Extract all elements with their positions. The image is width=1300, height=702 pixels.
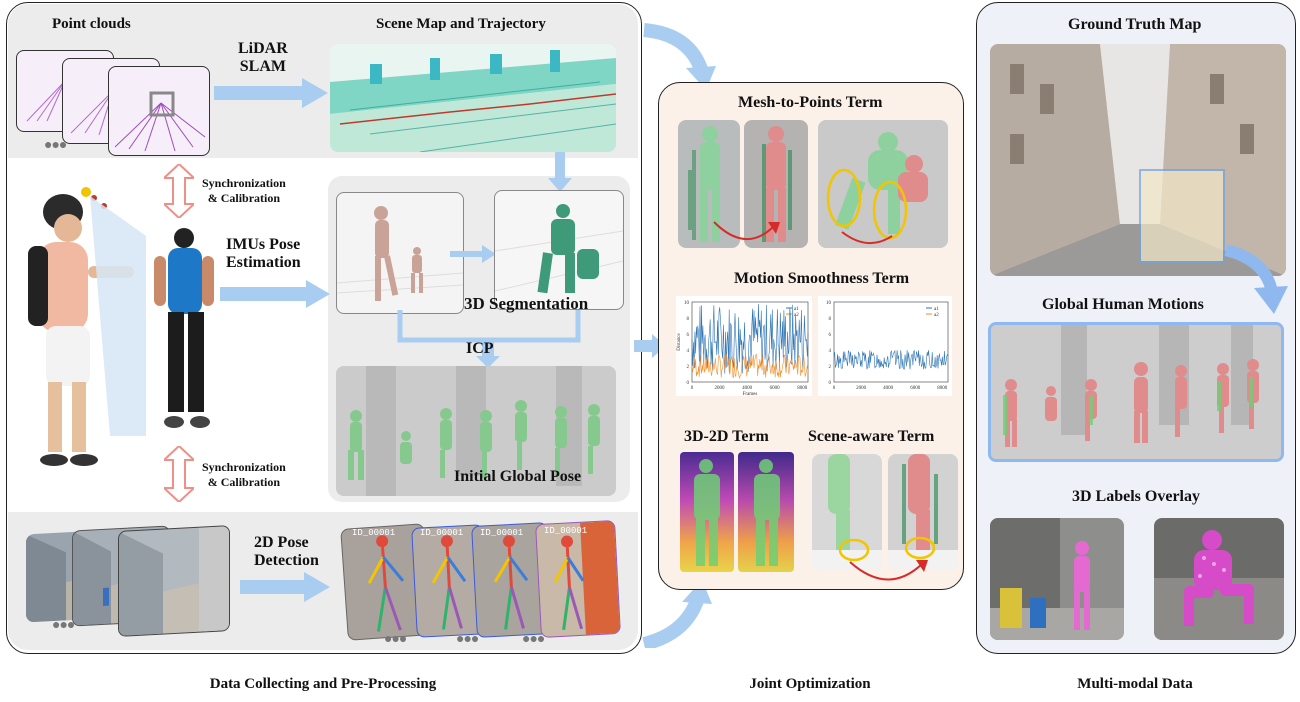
pose-id-1: ID_00001 xyxy=(352,528,396,538)
legend-label: a1 xyxy=(934,307,939,312)
scene-aware-image-1 xyxy=(812,454,882,570)
segmentation-label: 3D Segmentation xyxy=(464,294,589,313)
y-tick-label: 0 xyxy=(687,381,690,386)
lidar-slam-arrow xyxy=(214,78,328,108)
icp-label: ICP xyxy=(466,340,494,357)
y-axis-label: Distance xyxy=(677,332,682,350)
sync-arrow-bottom xyxy=(164,446,194,502)
legend-label: a2 xyxy=(934,313,939,318)
imu-to-seg-arrow xyxy=(450,245,496,263)
caption-data-collecting: Data Collecting and Pre-Processing xyxy=(209,676,437,692)
y-tick-label: 0 xyxy=(829,381,832,386)
pose-frame-4 xyxy=(535,519,621,639)
global-motions-label: Global Human Motions xyxy=(1042,296,1204,313)
zoom-arrow xyxy=(1224,244,1288,314)
caption-multimodal: Multi-modal Data xyxy=(1077,676,1193,692)
pose-more-dots-1: ●●● xyxy=(384,632,407,647)
initial-pose-label: Initial Global Pose xyxy=(454,468,582,485)
camera-fov xyxy=(90,196,146,436)
pose-id-2: ID_00001 xyxy=(420,528,464,538)
walking-person xyxy=(154,228,214,428)
ground-truth-image xyxy=(990,44,1286,276)
y-tick-label: 2 xyxy=(829,365,832,370)
curved-arrow-top xyxy=(643,23,716,90)
pose-frame-3 xyxy=(471,522,553,638)
pose-more-dots-2: ●●● xyxy=(456,632,479,647)
pose-more-dots-3: ●●● xyxy=(522,632,545,647)
scene-aware-label: Scene-aware Term xyxy=(808,428,935,445)
series-a1-line xyxy=(833,349,949,370)
y-tick-label: 10 xyxy=(684,301,690,306)
labels-overlay-label: 3D Labels Overlay xyxy=(1072,488,1200,505)
labels-overlay-image-1 xyxy=(990,518,1124,640)
pose-frame-2 xyxy=(411,524,489,638)
x-tick-label: 2000 xyxy=(715,386,726,391)
mesh-to-points-label: Mesh-to-Points Term xyxy=(738,94,883,111)
point-cloud-frame-3 xyxy=(108,66,210,156)
imu-arrow xyxy=(220,280,330,308)
term-3d2d-label: 3D-2D Term xyxy=(684,428,769,445)
collector-figure xyxy=(28,187,134,466)
x-tick-label: 0 xyxy=(833,386,836,391)
term-3d2d-image-1 xyxy=(680,452,734,572)
x-tick-label: 4000 xyxy=(742,386,753,391)
y-tick-label: 4 xyxy=(829,349,832,354)
scene-aware-image-2 xyxy=(888,454,958,570)
pose-id-3: ID_00001 xyxy=(480,528,524,538)
labels-overlay-image-2 xyxy=(1154,518,1284,640)
y-tick-label: 4 xyxy=(687,349,690,354)
x-tick-label: 8000 xyxy=(797,386,808,391)
x-tick-label: 0 xyxy=(691,386,694,391)
caption-joint-optimization: Joint Optimization xyxy=(749,676,871,692)
pointcloud-more-dots: ●●● xyxy=(44,138,67,153)
series-a1-line xyxy=(691,303,809,374)
series-a2-line xyxy=(691,353,809,380)
scene-map-label: Scene Map and Trajectory xyxy=(376,16,546,32)
initial-pose-image xyxy=(336,366,616,496)
imu-pose-label: IMUs Pose Estimation xyxy=(226,236,301,271)
pose2d-label: 2D Pose Detection xyxy=(254,534,319,569)
icp-connector xyxy=(397,310,581,368)
y-tick-label: 2 xyxy=(687,365,690,370)
x-tick-label: 6000 xyxy=(770,386,781,391)
scene-map-image xyxy=(330,44,616,152)
ground-truth-label: Ground Truth Map xyxy=(1068,16,1202,33)
y-tick-label: 8 xyxy=(829,317,832,322)
sync-arrow-top xyxy=(164,164,194,218)
x-tick-label: 8000 xyxy=(937,386,948,391)
y-tick-label: 6 xyxy=(829,333,832,338)
mesh-points-image-3 xyxy=(818,120,948,248)
mesh-points-image-1 xyxy=(678,120,740,248)
y-tick-label: 10 xyxy=(826,301,832,306)
sync-label-top: Synchronization & Calibration xyxy=(202,176,286,205)
x-tick-label: 2000 xyxy=(856,386,867,391)
pose-id-4: ID_00001 xyxy=(544,526,588,536)
term-3d2d-image-2 xyxy=(738,452,794,572)
global-motions-image xyxy=(988,322,1284,462)
imu-pose-image xyxy=(336,192,464,314)
lidar-slam-label: LiDAR SLAM xyxy=(238,40,288,75)
legend-label: a2 xyxy=(794,313,799,318)
point-clouds-label: Point clouds xyxy=(52,16,131,32)
pose2d-arrow xyxy=(240,572,330,602)
chart-frame xyxy=(833,301,949,383)
x-tick-label: 4000 xyxy=(883,386,894,391)
y-tick-label: 6 xyxy=(687,333,690,338)
camera-frame-3 xyxy=(118,525,230,637)
motion-smoothness-label: Motion Smoothness Term xyxy=(734,270,910,287)
scene-to-seg-arrow xyxy=(548,152,572,192)
y-tick-label: 8 xyxy=(687,317,690,322)
segmentation-image xyxy=(494,190,624,310)
pose-frame-1 xyxy=(340,523,432,641)
x-tick-label: 6000 xyxy=(910,386,921,391)
camera-more-dots: ●●● xyxy=(52,618,75,633)
scene-aware-red-arrow xyxy=(849,560,928,581)
x-axis-label: Frames xyxy=(743,392,758,396)
legend-label: a1 xyxy=(794,307,799,312)
sync-label-bottom: Synchronization & Calibration xyxy=(202,460,286,489)
mesh-points-red-arrow xyxy=(713,221,780,241)
